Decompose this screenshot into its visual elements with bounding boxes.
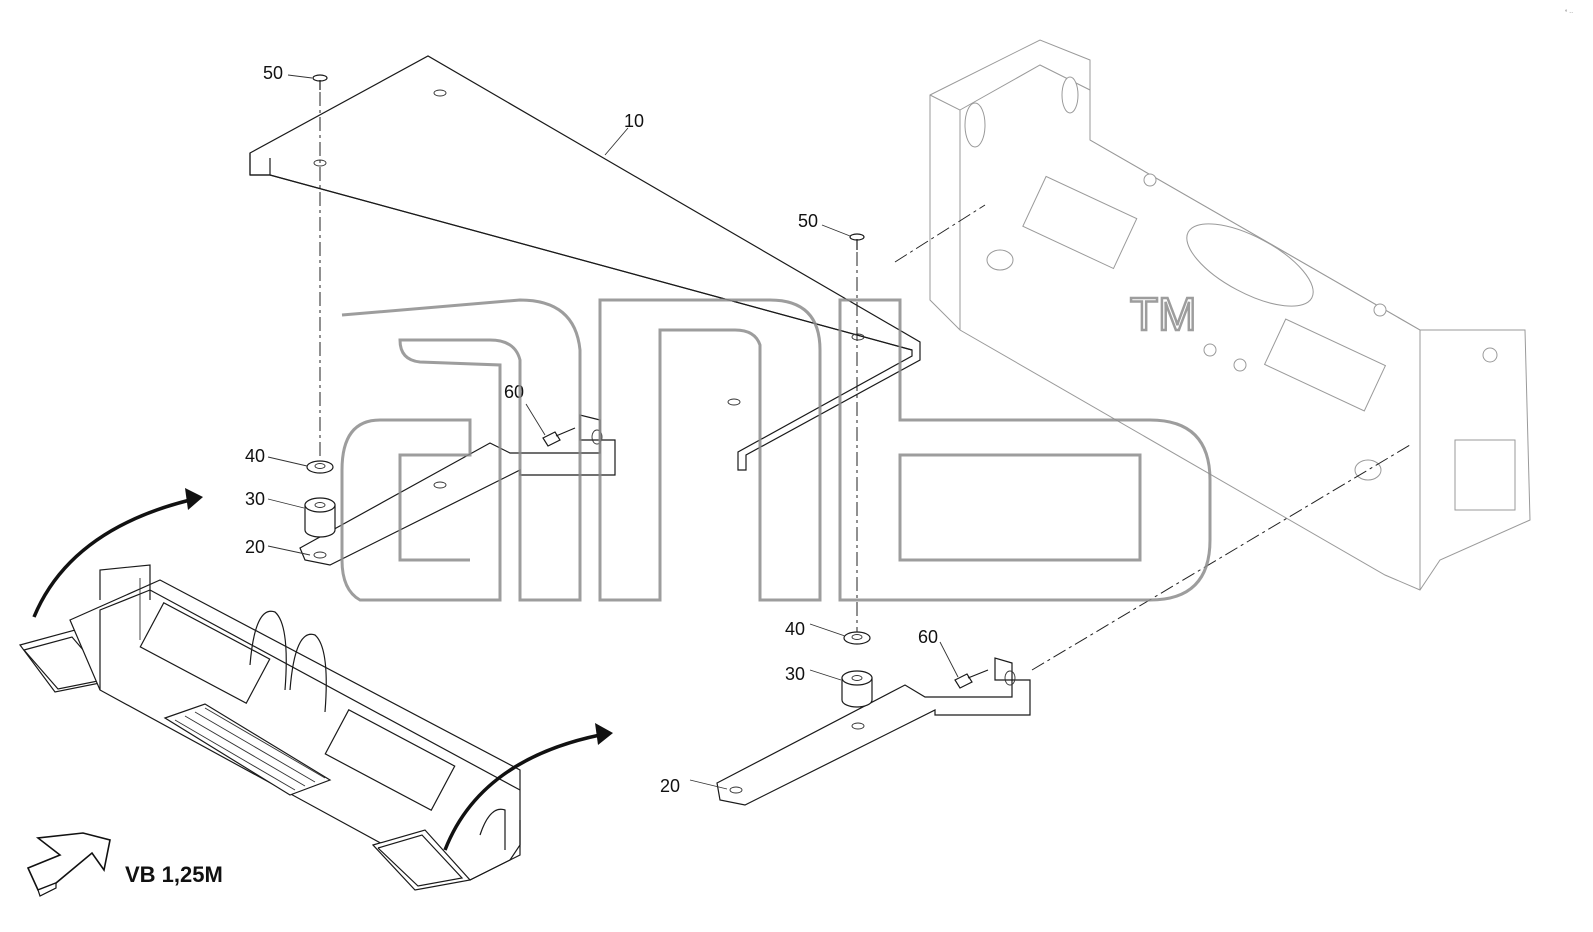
callout-20-lower: 20 (660, 776, 680, 796)
washer-upper (306, 460, 334, 474)
callout-50-upper: 50 (263, 63, 283, 83)
corner-mark: ° ·· (1565, 10, 1573, 16)
callout-40-lower: 40 (785, 619, 805, 639)
callout-30-lower: 30 (785, 664, 805, 684)
bolt-60-lower (954, 669, 989, 689)
watermark-logo: TM (340, 287, 1212, 602)
callout-40-upper: 40 (245, 446, 265, 466)
watermark-trademark: TM (1130, 288, 1196, 340)
arrow-head-icon (185, 488, 203, 510)
washer-lower (843, 631, 871, 645)
callouts: 50 10 50 60 40 30 20 40 60 30 20 (245, 63, 938, 796)
center-lines (319, 92, 1411, 671)
leader-lines (267, 74, 959, 790)
machine-frame (929, 39, 1531, 591)
rubber-mount-lower (841, 670, 873, 708)
callout-20-upper: 20 (245, 537, 265, 557)
cover-plate (249, 55, 921, 471)
screw-50-upper (312, 74, 328, 90)
bracket-upper (299, 414, 616, 566)
screw-50-lower (849, 233, 865, 250)
inset-machine-view (18, 564, 521, 891)
step-ladder (174, 707, 326, 791)
callout-50-lower: 50 (798, 211, 818, 231)
callout-10: 10 (624, 111, 644, 131)
curved-arrows (32, 488, 613, 851)
callout-30-upper: 30 (245, 489, 265, 509)
view-label: VB 1,25M (125, 862, 223, 887)
bracket-lower (716, 657, 1031, 806)
bolt-60-upper (542, 427, 576, 447)
callout-60-lower: 60 (918, 627, 938, 647)
rubber-mount-upper (304, 497, 336, 538)
view-direction-arrow-icon (26, 832, 111, 897)
arrow-head-icon (595, 723, 613, 745)
